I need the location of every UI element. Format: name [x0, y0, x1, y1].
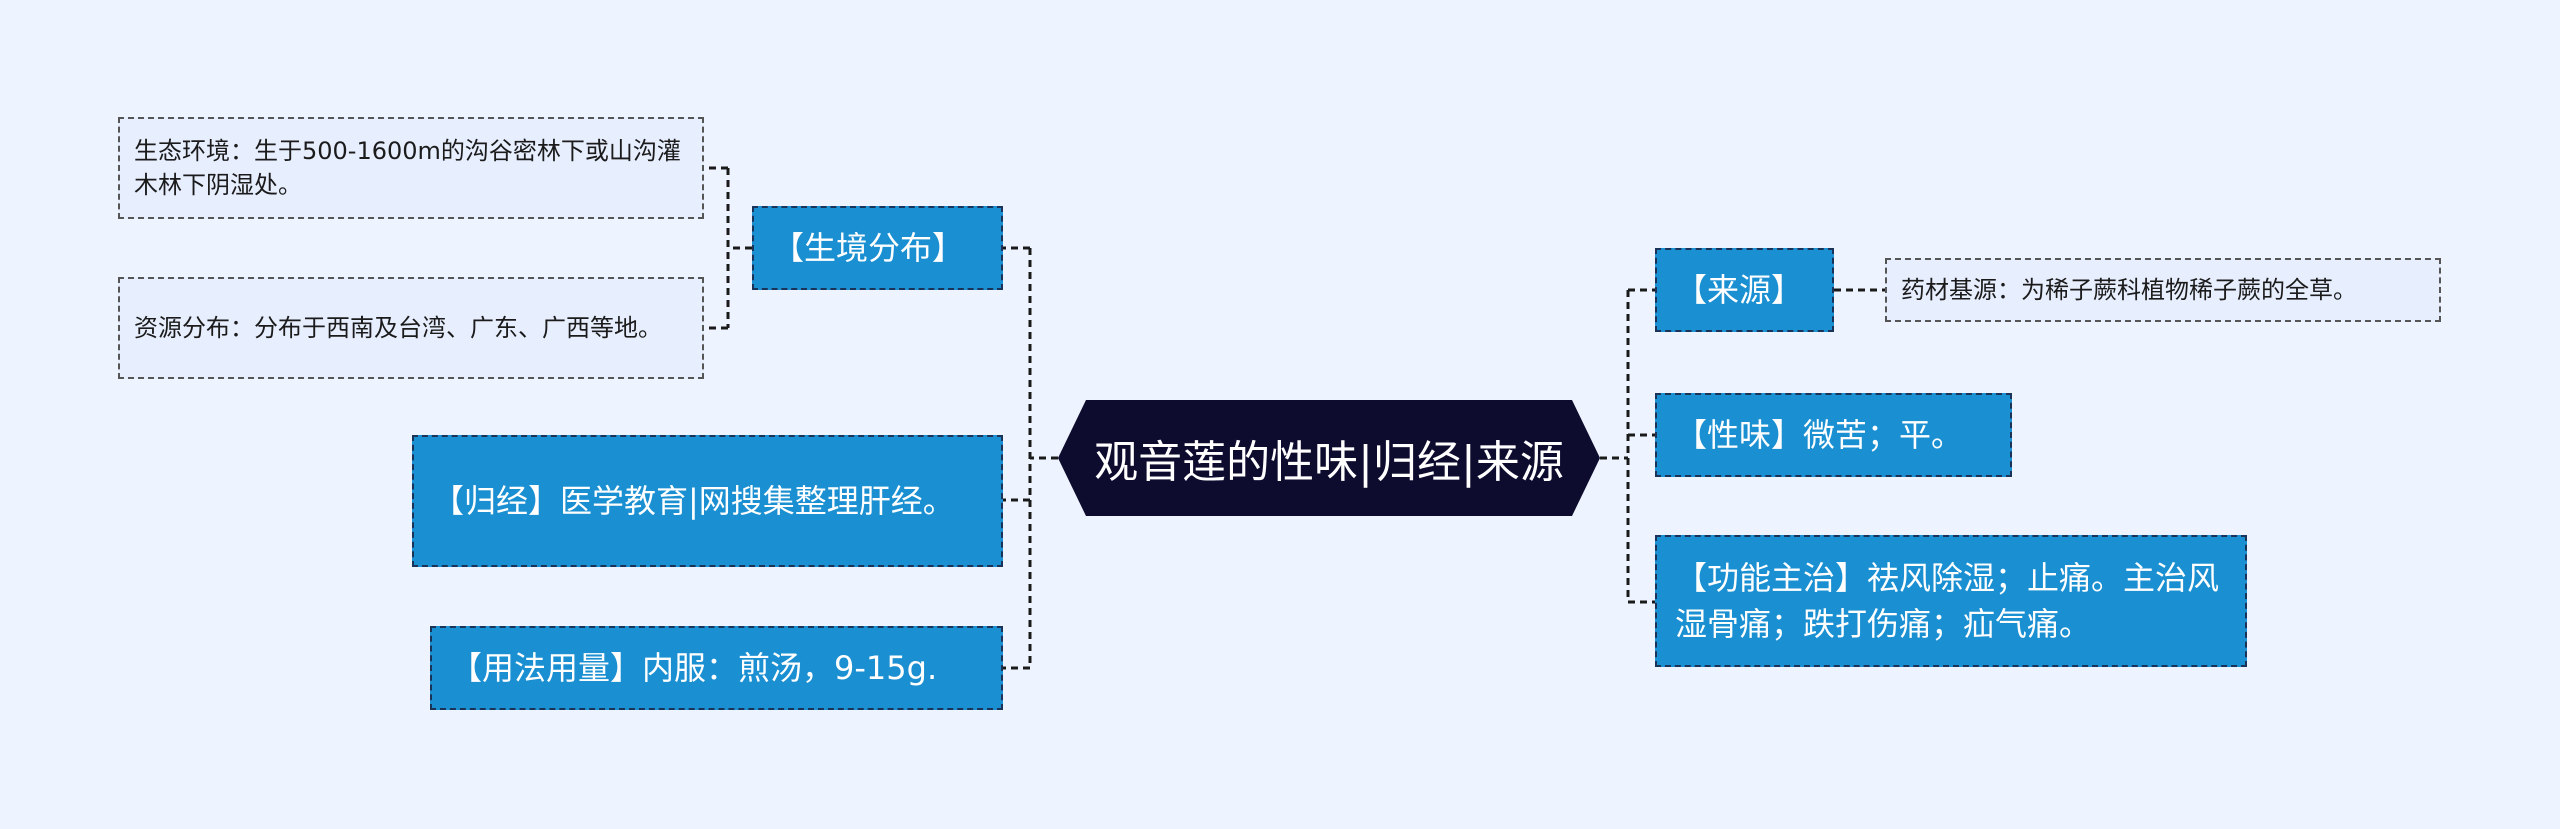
- branch-usage[interactable]: 【用法用量】内服：煎汤，9-15g.: [430, 626, 1003, 710]
- central-topic[interactable]: 观音莲的性味|归经|来源: [1058, 400, 1600, 516]
- leaf-habitat-environment[interactable]: 生态环境：生于500-1600m的沟谷密林下或山沟灌木林下阴湿处。: [118, 117, 704, 219]
- branch-meridian[interactable]: 【归经】医学教育|网搜集整理肝经。: [412, 435, 1003, 567]
- branch-function[interactable]: 【功能主治】祛风除湿；止痛。主治风湿骨痛；跌打伤痛；疝气痛。: [1655, 535, 2247, 667]
- branch-habitat[interactable]: 【生境分布】: [752, 206, 1003, 290]
- branch-source[interactable]: 【来源】: [1655, 248, 1834, 332]
- branch-nature[interactable]: 【性味】微苦；平。: [1655, 393, 2012, 477]
- leaf-source-origin[interactable]: 药材基源：为稀子蕨科植物稀子蕨的全草。: [1885, 258, 2441, 322]
- leaf-habitat-distribution[interactable]: 资源分布：分布于西南及台湾、广东、广西等地。: [118, 277, 704, 379]
